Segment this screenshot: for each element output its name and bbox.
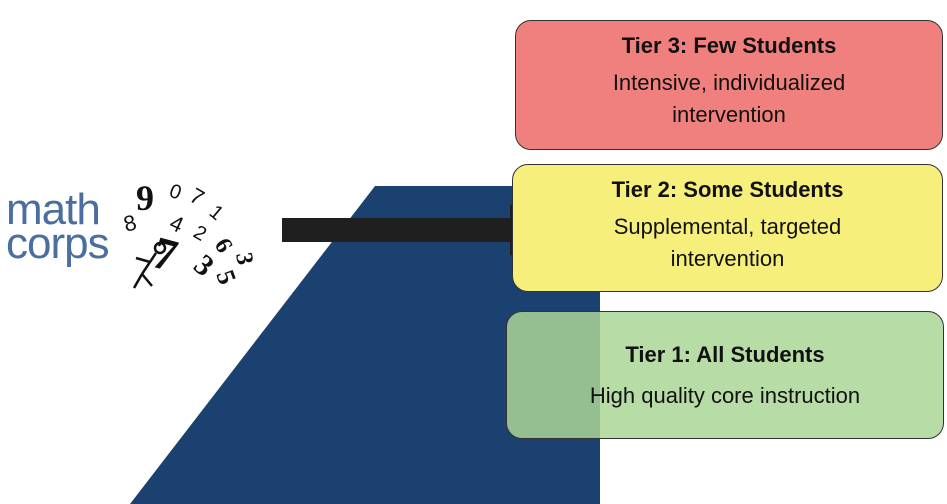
- tier-1-description: High quality core instruction: [589, 383, 861, 408]
- logo-digit: 7: [186, 183, 209, 211]
- math-corps-logo: math corps 9 0 7 1 8 4 2 6 3 7 3 5: [6, 170, 276, 290]
- tier-2-description-line1: Supplemental, targeted: [613, 214, 842, 239]
- stick-figure-icon: [132, 241, 167, 289]
- tier-3-box: Tier 3: Few Students Intensive, individu…: [515, 20, 943, 150]
- tier-2-box: Tier 2: Some Students Supplemental, targ…: [512, 164, 943, 292]
- tier-3-description-line1: Intensive, individualized: [612, 70, 846, 95]
- tier-1-title: Tier 1: All Students: [625, 342, 825, 367]
- tier-1-box: Tier 1: All Students High quality core i…: [506, 311, 944, 439]
- tier-3-description-line2: intervention: [672, 102, 786, 127]
- logo-digit: 2: [190, 221, 211, 246]
- logo-digit: 9: [136, 178, 154, 218]
- logo-digit: 7: [147, 226, 182, 281]
- logo-digits-graphic: 9 0 7 1 8 4 2 6 3 7 3 5: [121, 178, 258, 289]
- logo-digit: 0: [166, 180, 184, 204]
- tier-3-title: Tier 3: Few Students: [621, 33, 837, 58]
- logo-digit: 3: [230, 251, 258, 267]
- logo-word-corps: corps: [6, 219, 110, 268]
- tier-2-description-line2: intervention: [670, 246, 785, 271]
- logo-digit: 5: [210, 266, 242, 288]
- logo-digit: 1: [205, 201, 228, 225]
- tier-2-title: Tier 2: Some Students: [611, 177, 844, 202]
- logo-word-math: math: [6, 185, 101, 234]
